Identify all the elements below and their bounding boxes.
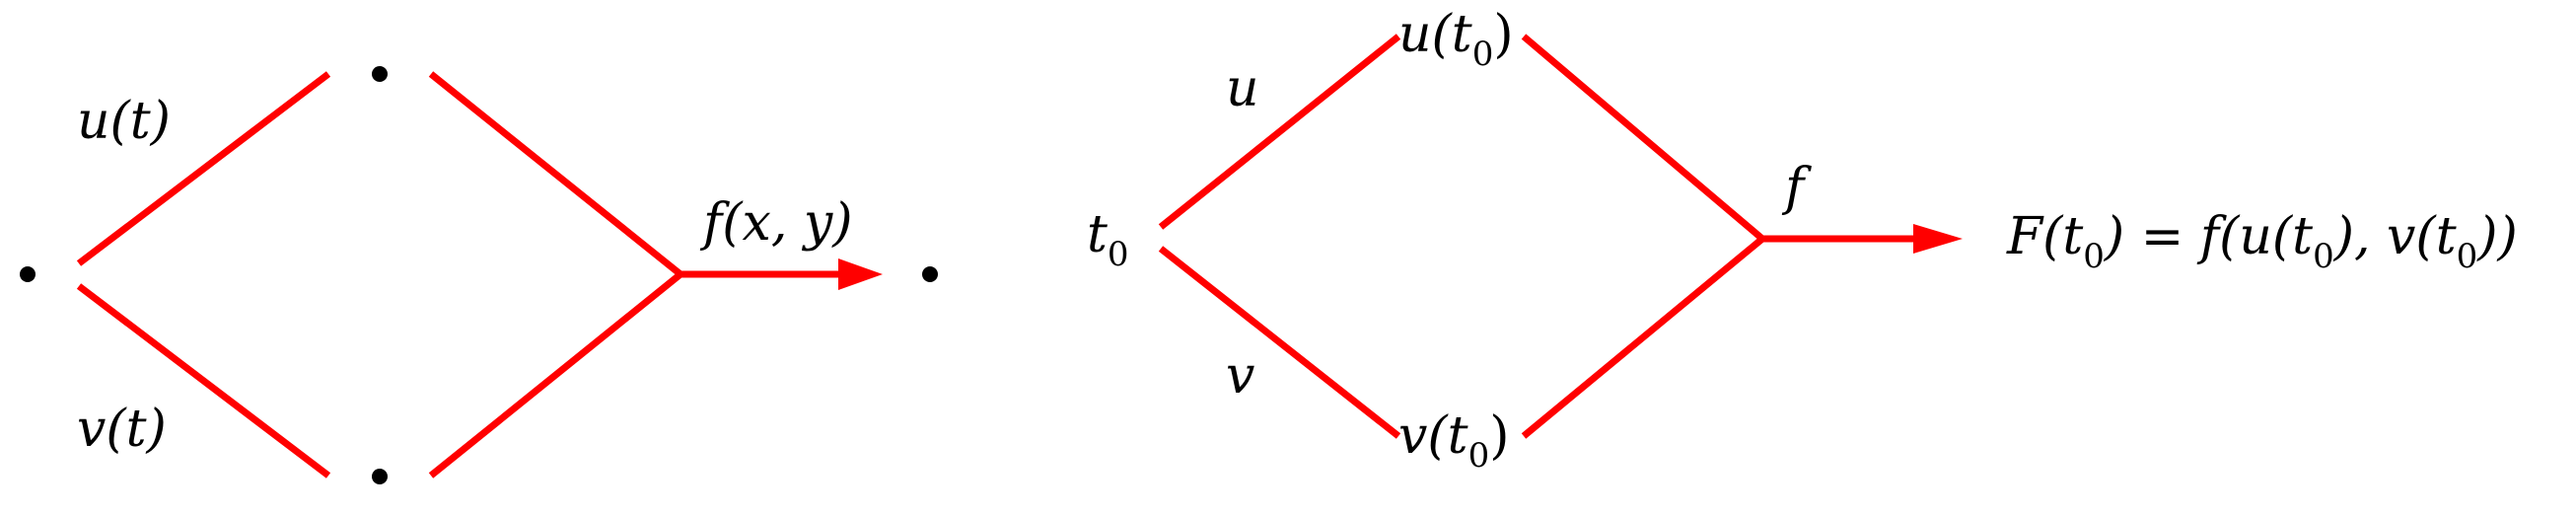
right-diagram: t0 u(t0) v(t0) u v f F(t0) = f(u(t0), v(… — [1087, 5, 2518, 476]
left-edge-bottom-join — [428, 271, 683, 478]
left-output-node — [922, 266, 938, 282]
right-edge-input-top — [1158, 34, 1401, 230]
right-top-node-label: u(t0) — [1398, 5, 1514, 74]
right-function-label: f — [1781, 158, 1812, 217]
right-input-node-label: t0 — [1087, 205, 1129, 274]
left-edge-input-bottom — [76, 283, 331, 478]
right-top-edge-label: u — [1226, 59, 1259, 118]
left-edge-input-top — [76, 71, 331, 266]
left-input-node — [20, 266, 36, 282]
right-edge-input-bottom — [1158, 246, 1401, 439]
right-edge-top-join — [1521, 34, 1765, 242]
left-diagram: u(t) v(t) f(x, y) — [20, 66, 938, 484]
right-bottom-node-label: v(t0) — [1398, 406, 1510, 476]
left-top-node — [372, 66, 388, 82]
left-bottom-edge-label: v(t) — [77, 400, 167, 459]
left-output-arrowhead — [838, 258, 883, 290]
left-top-edge-label: u(t) — [77, 92, 171, 151]
left-output-label: f(x, y) — [699, 193, 853, 253]
left-edge-top-join — [428, 71, 683, 277]
right-bottom-edge-label: v — [1226, 346, 1254, 405]
right-result-expression: F(t0) = f(u(t0), v(t0)) — [2006, 207, 2518, 276]
left-bottom-node — [372, 469, 388, 484]
right-edge-bottom-join — [1521, 236, 1765, 439]
right-output-arrowhead — [1913, 224, 1963, 254]
